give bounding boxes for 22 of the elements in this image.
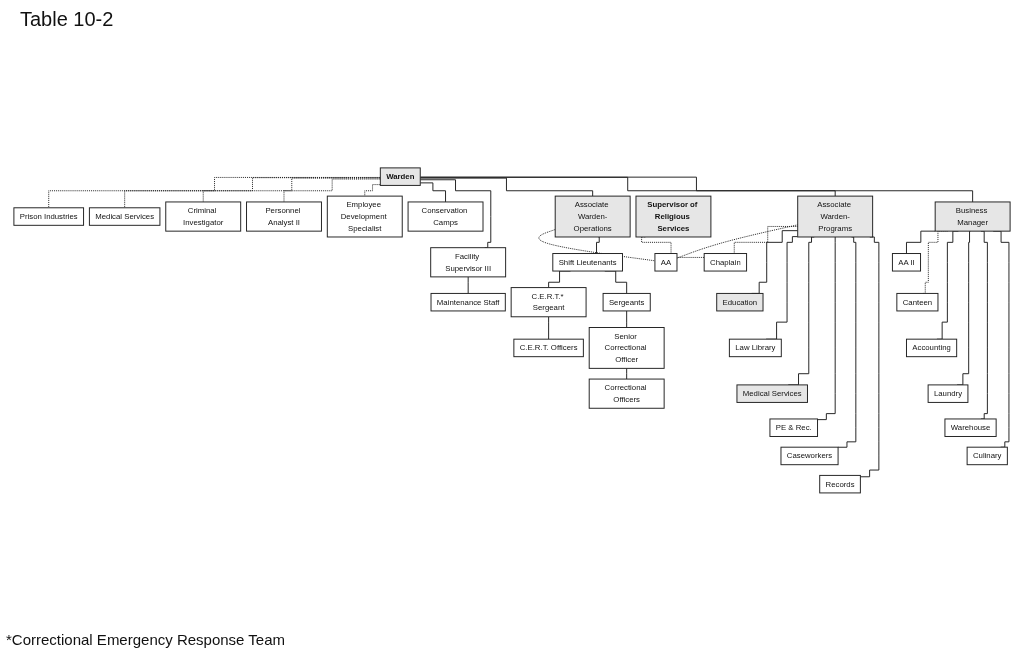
connector — [48, 176, 381, 208]
connector — [202, 177, 381, 203]
connector — [467, 276, 469, 294]
footnote: *Correctional Emergency Response Team — [6, 631, 286, 648]
connector — [837, 236, 857, 448]
connector — [419, 178, 492, 248]
connector — [124, 176, 381, 208]
diagram-title: Table 10-2 — [20, 8, 114, 31]
connector — [419, 182, 447, 203]
connector — [419, 176, 974, 203]
connector — [626, 367, 628, 380]
connector — [626, 310, 628, 328]
connector — [641, 236, 705, 258]
connector — [859, 236, 880, 477]
connector — [364, 183, 381, 197]
connector — [419, 177, 594, 197]
connector — [419, 176, 836, 197]
connector — [283, 178, 381, 203]
connector — [548, 315, 550, 340]
connector — [538, 228, 656, 261]
connector — [906, 230, 936, 254]
connector — [817, 236, 836, 420]
